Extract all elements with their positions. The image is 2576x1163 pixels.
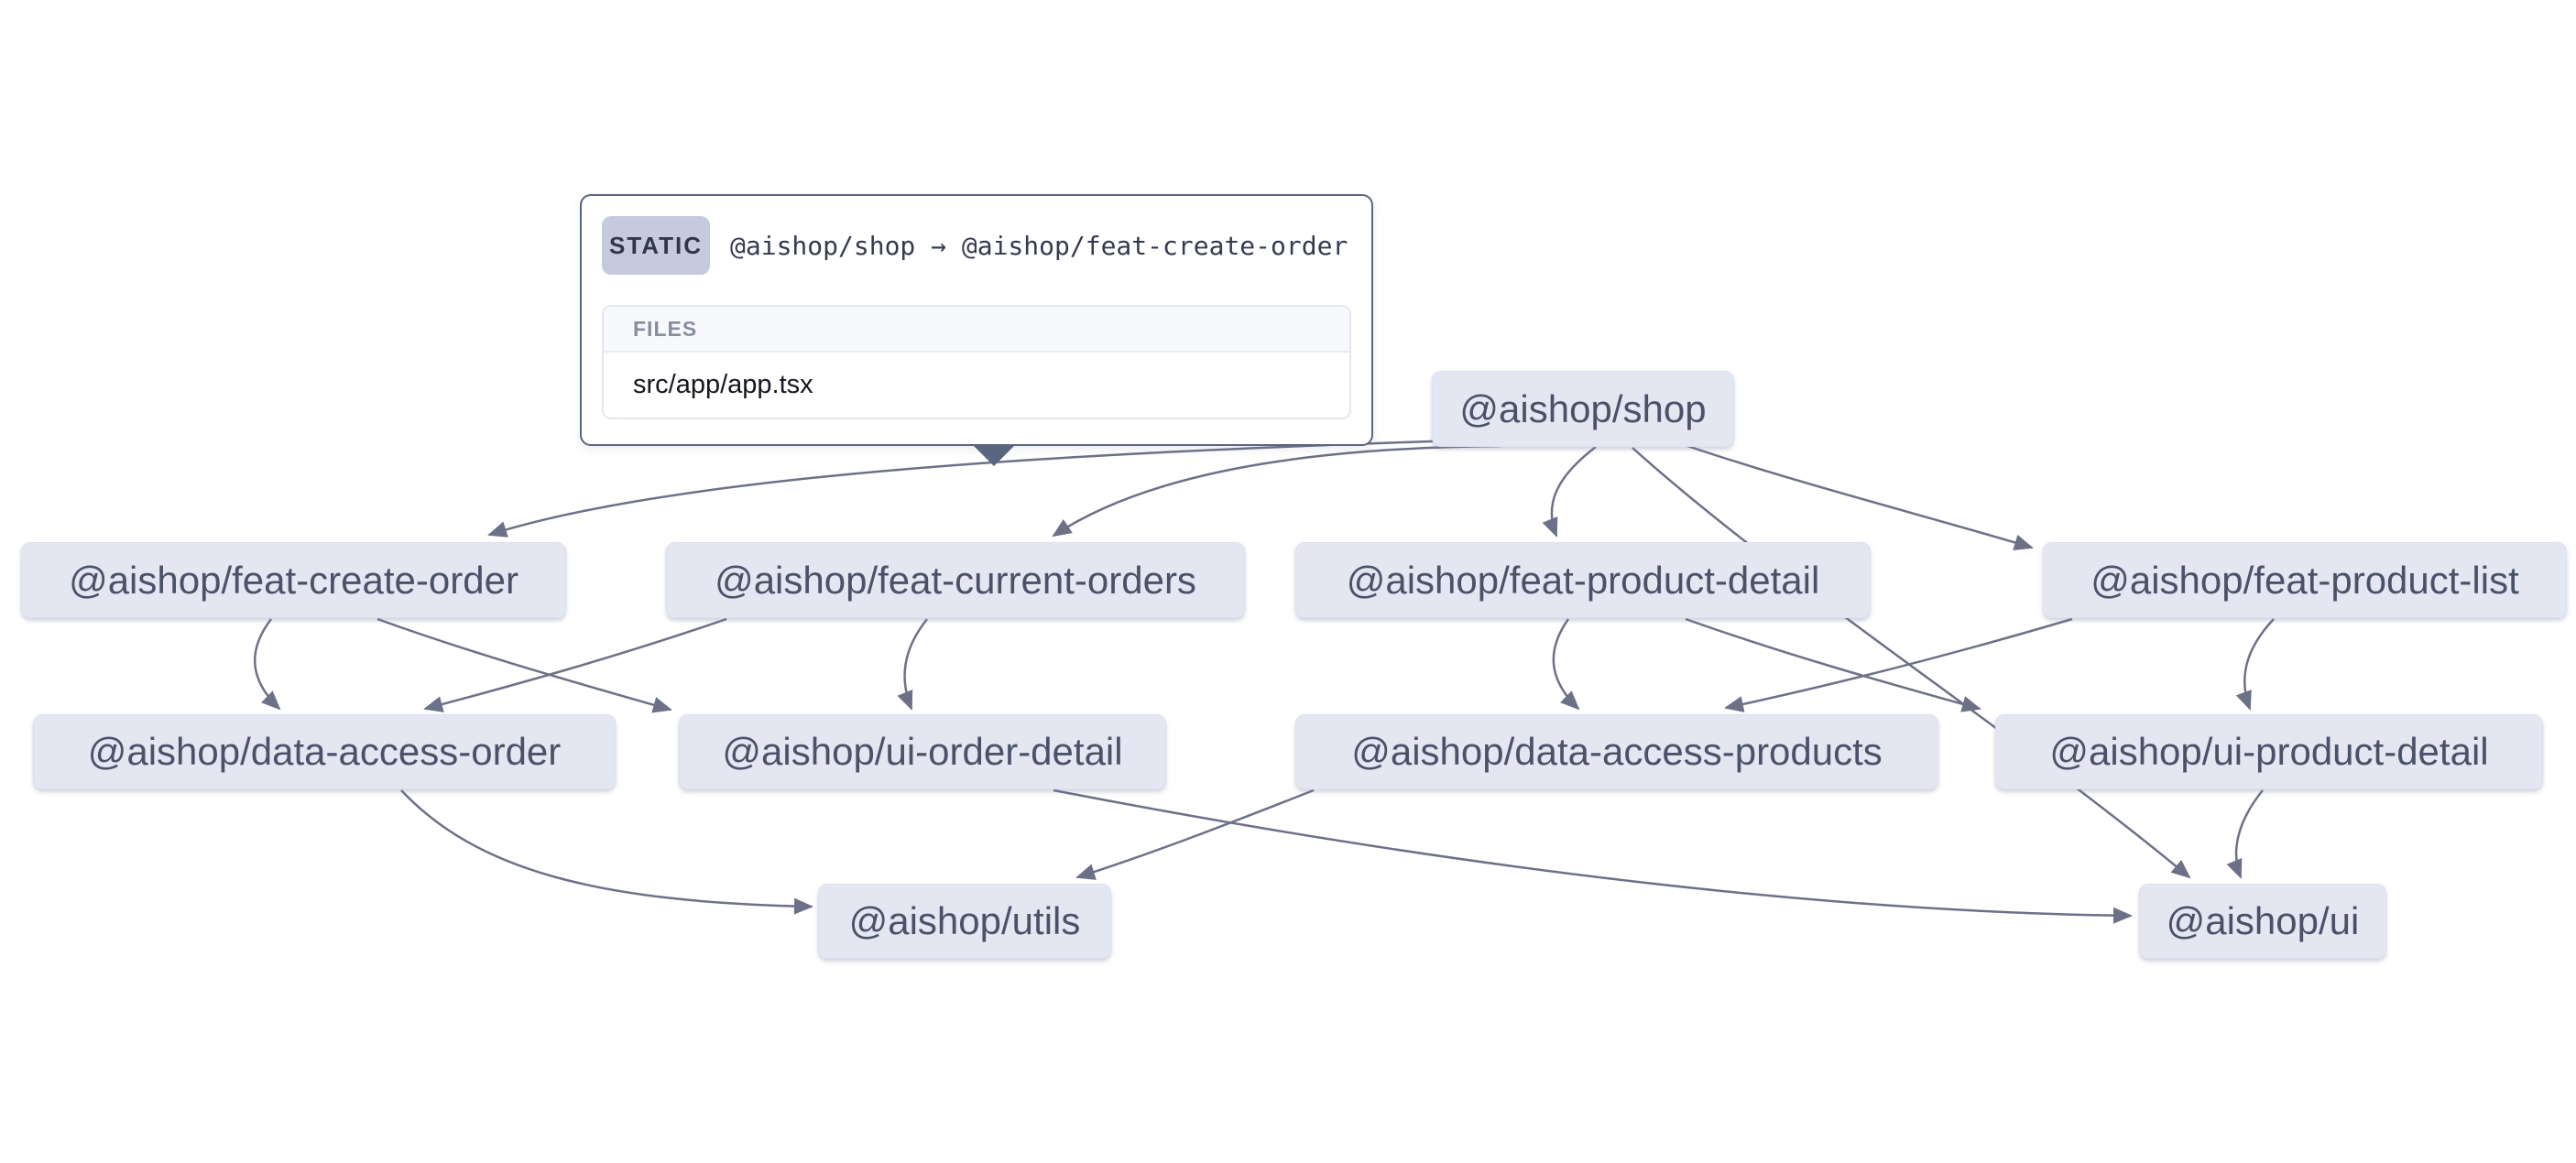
graph-node-label: @aishop/feat-product-detail bbox=[1346, 558, 1820, 602]
edge-feat-product-detail-to-ui-product-detail[interactable] bbox=[1685, 617, 1981, 712]
graph-node-label: @aishop/feat-create-order bbox=[69, 558, 518, 602]
edge-feat-product-list-to-ui-product-detail[interactable] bbox=[2235, 618, 2275, 711]
edge-feat-product-list-to-data-access-products[interactable] bbox=[1724, 617, 2073, 712]
graph-node-data-access-products[interactable]: @aishop/data-access-products bbox=[1295, 714, 1938, 789]
graph-node-label: @aishop/ui-order-detail bbox=[722, 730, 1123, 773]
graph-node-feat-create-order[interactable]: @aishop/feat-create-order bbox=[21, 542, 566, 618]
graph-node-label: @aishop/data-access-products bbox=[1351, 730, 1883, 773]
edge-shop-to-feat-product-list[interactable] bbox=[1686, 444, 2034, 551]
edge-feat-current-orders-to-ui-order-detail[interactable] bbox=[897, 618, 928, 711]
edge-tooltip: STATIC @aishop/shop → @aishop/feat-creat… bbox=[580, 194, 1373, 466]
edge-feat-product-detail-to-data-access-products[interactable] bbox=[1552, 618, 1580, 711]
edge-shop-to-feat-product-detail[interactable] bbox=[1542, 446, 1597, 538]
graph-node-label: @aishop/ui bbox=[2166, 899, 2360, 942]
file-path: src/app/app.tsx bbox=[633, 370, 813, 399]
files-panel-header: FILES bbox=[604, 307, 1349, 353]
graph-node-label: @aishop/shop bbox=[1459, 386, 1707, 430]
graph-node-data-access-order[interactable]: @aishop/data-access-order bbox=[33, 714, 616, 789]
edge-feat-create-order-to-data-access-order[interactable] bbox=[253, 618, 281, 711]
graph-node-shop[interactable]: @aishop/shop bbox=[1432, 371, 1734, 447]
edge-feat-current-orders-to-data-access-order[interactable] bbox=[423, 617, 727, 712]
graph-node-label: @aishop/utils bbox=[848, 899, 1081, 942]
graph-node-ui-product-detail[interactable]: @aishop/ui-product-detail bbox=[1995, 714, 2543, 789]
graph-node-label: @aishop/data-access-order bbox=[87, 730, 562, 773]
edge-data-access-products-to-utils[interactable] bbox=[1075, 788, 1315, 880]
files-panel: FILES src/app/app.tsx bbox=[602, 305, 1351, 419]
tooltip-caret-icon bbox=[972, 444, 1016, 466]
edge-shop-to-ui[interactable] bbox=[1632, 447, 2191, 879]
edge-ui-product-detail-to-ui[interactable] bbox=[2226, 789, 2264, 879]
graph-node-ui-order-detail[interactable]: @aishop/ui-order-detail bbox=[679, 714, 1166, 789]
graph-node-feat-current-orders[interactable]: @aishop/feat-current-orders bbox=[666, 542, 1245, 618]
graph-node-label: @aishop/feat-product-list bbox=[2090, 558, 2519, 602]
edge-shop-to-feat-current-orders[interactable] bbox=[1052, 444, 1501, 538]
graph-node-utils[interactable]: @aishop/utils bbox=[818, 884, 1111, 959]
graph-node-ui[interactable]: @aishop/ui bbox=[2139, 884, 2386, 959]
edge-ui-order-detail-to-ui[interactable] bbox=[1053, 788, 2133, 924]
graph-node-label: @aishop/ui-product-detail bbox=[2049, 730, 2489, 773]
graph-node-label: @aishop/feat-current-orders bbox=[715, 558, 1196, 602]
edge-feat-create-order-to-ui-order-detail[interactable] bbox=[377, 617, 672, 713]
graph-node-feat-product-list[interactable]: @aishop/feat-product-list bbox=[2043, 542, 2567, 618]
edge-type-badge: STATIC bbox=[602, 216, 710, 275]
tooltip-header: STATIC @aishop/shop → @aishop/feat-creat… bbox=[602, 216, 1351, 275]
edge-relation-text: @aishop/shop → @aishop/feat-create-order bbox=[730, 230, 1348, 261]
graph-node-feat-product-detail[interactable]: @aishop/feat-product-detail bbox=[1295, 542, 1871, 618]
edge-data-access-order-to-utils[interactable] bbox=[400, 789, 813, 915]
